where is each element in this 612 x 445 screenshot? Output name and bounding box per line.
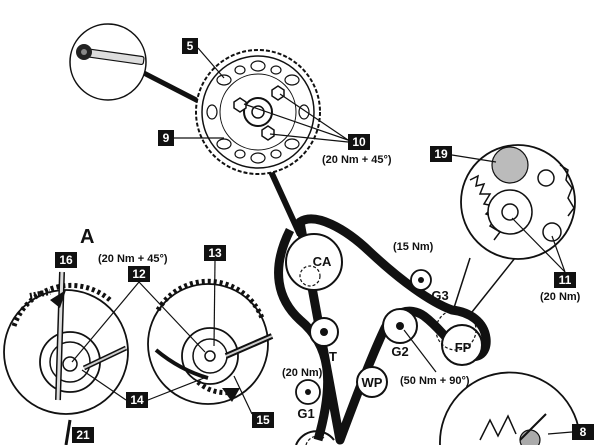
callout-16: 16 bbox=[59, 253, 73, 267]
pulley-label-wp: WP bbox=[362, 375, 383, 390]
pulley-label-ca: CA bbox=[313, 254, 332, 269]
torque-12: (20 Nm + 45°) bbox=[98, 253, 168, 265]
callout-box bbox=[72, 427, 94, 443]
pulley-label-t: T bbox=[329, 349, 337, 364]
callout-box bbox=[554, 272, 576, 288]
tool-pin-detail bbox=[69, 23, 147, 101]
pulley-g1 bbox=[295, 379, 321, 405]
camshaft-sprocket bbox=[195, 49, 321, 175]
pulley-ca bbox=[285, 233, 343, 291]
callout-14: 14 bbox=[130, 393, 144, 407]
callout-box bbox=[572, 424, 594, 440]
bottom-right-detail bbox=[439, 371, 581, 445]
pulley-label-g3: G3 bbox=[431, 288, 448, 303]
pulley-fp bbox=[435, 309, 483, 366]
callout-9: 9 bbox=[163, 131, 170, 145]
crank-gear-detail-right bbox=[147, 278, 274, 405]
callout-21: 21 bbox=[76, 428, 90, 442]
callout-13: 13 bbox=[208, 246, 222, 260]
callout-box bbox=[55, 252, 77, 268]
torque-11: (20 Nm) bbox=[540, 291, 581, 303]
torque-g3: (15 Nm) bbox=[393, 241, 434, 253]
pulley-label-g1: G1 bbox=[297, 406, 314, 421]
pulley-wp bbox=[356, 366, 388, 398]
callout-box bbox=[430, 146, 452, 162]
callout-15: 15 bbox=[256, 413, 270, 427]
pulley-t bbox=[309, 317, 339, 347]
torque-g1: (20 Nm) bbox=[282, 367, 323, 379]
callout-box bbox=[252, 412, 274, 428]
callout-box bbox=[182, 38, 198, 54]
callout-12: 12 bbox=[132, 267, 146, 281]
pulley-label-g2: G2 bbox=[391, 344, 408, 359]
fuel-pump-detail bbox=[460, 144, 576, 260]
callout-10: 10 bbox=[352, 135, 366, 149]
callout-19: 19 bbox=[434, 147, 448, 161]
torque-g2: (50 Nm + 90°) bbox=[400, 375, 470, 387]
callout-box bbox=[348, 134, 370, 150]
pulley-g2 bbox=[382, 308, 418, 344]
panel-letter-a: A bbox=[80, 226, 94, 248]
callout-box bbox=[204, 245, 226, 261]
callout-box bbox=[158, 130, 174, 146]
pulley-label-fp: FP bbox=[455, 340, 472, 355]
leader-line bbox=[265, 163, 303, 237]
leader-line bbox=[136, 67, 208, 108]
callout-box bbox=[128, 266, 150, 282]
callout-box bbox=[126, 392, 148, 408]
crank-gear-detail-left bbox=[3, 271, 129, 415]
callout-8: 8 bbox=[580, 425, 587, 439]
torque-10: (20 Nm + 45°) bbox=[322, 154, 392, 166]
callout-5: 5 bbox=[187, 39, 194, 53]
pulley-g3 bbox=[410, 269, 432, 291]
callout-11: 11 bbox=[559, 273, 572, 287]
